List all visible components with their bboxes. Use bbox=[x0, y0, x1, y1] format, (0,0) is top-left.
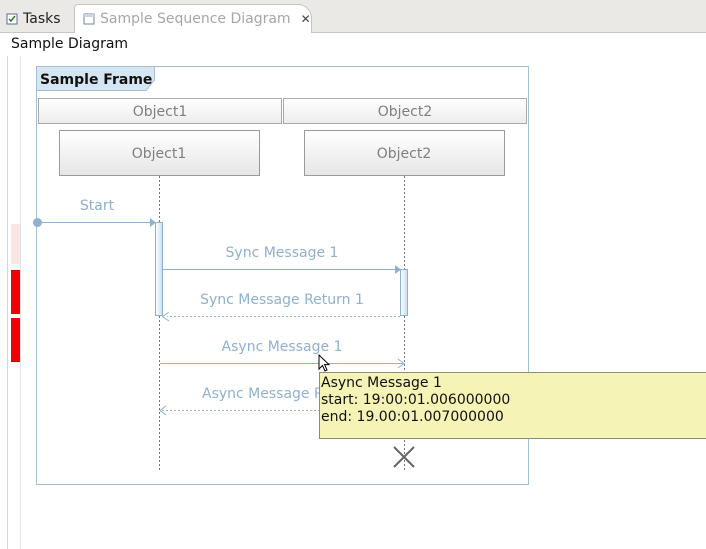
tab-sample-sequence-diagram[interactable]: Sample Sequence Diagram ✕ bbox=[74, 4, 312, 33]
lifeline-header-object2[interactable] bbox=[283, 98, 527, 124]
message-label-sync-return-1: Sync Message Return 1 bbox=[200, 292, 364, 308]
message-arrowhead bbox=[395, 265, 401, 274]
overview-marker-error[interactable] bbox=[11, 318, 20, 362]
frame-label-tab bbox=[36, 66, 155, 91]
editor-tab-bar: Tasks Sample Sequence Diagram ✕ bbox=[0, 0, 706, 33]
message-arrowhead-open bbox=[161, 311, 170, 322]
destroy-icon bbox=[393, 446, 415, 468]
overview-marker-error[interactable] bbox=[11, 270, 20, 314]
lifeline-header-label: Object1 bbox=[133, 104, 188, 120]
frame-label: Sample Frame bbox=[40, 72, 152, 88]
diagram-editor-icon bbox=[83, 13, 95, 25]
execution-occurrence-object1[interactable] bbox=[155, 222, 163, 316]
page-title: Sample Diagram bbox=[11, 36, 129, 52]
message-arrowhead bbox=[150, 218, 156, 227]
tooltip-title: Async Message 1 bbox=[321, 375, 442, 391]
message-tooltip: Async Message 1 start: 19:00:01.00600000… bbox=[319, 372, 706, 439]
lifeline-object1[interactable] bbox=[59, 130, 260, 176]
tooltip-start: start: 19:00:01.006000000 bbox=[321, 392, 511, 408]
tooltip-end: end: 19.00:01.007000000 bbox=[321, 409, 504, 425]
tab-tasks-label: Tasks bbox=[23, 10, 61, 27]
lifeline-name: Object2 bbox=[377, 146, 432, 162]
tab-tasks[interactable]: Tasks bbox=[6, 4, 74, 33]
message-label-async-1: Async Message 1 bbox=[222, 339, 343, 355]
message-arrowhead-open bbox=[159, 405, 167, 416]
sequence-frame[interactable] bbox=[36, 66, 529, 485]
execution-occurrence-object2[interactable] bbox=[400, 269, 408, 316]
gutter-divider bbox=[7, 56, 8, 549]
lifeline-header-object1[interactable] bbox=[38, 98, 282, 124]
tab-diagram-label: Sample Sequence Diagram bbox=[100, 11, 291, 27]
lifeline-header-label: Object2 bbox=[378, 104, 433, 120]
message-arrowhead-open bbox=[397, 358, 405, 369]
message-label-sync-1: Sync Message 1 bbox=[226, 245, 339, 261]
left-gutter bbox=[0, 56, 21, 549]
mouse-cursor-icon bbox=[318, 354, 331, 372]
overview-marker-faint[interactable] bbox=[11, 224, 20, 264]
tasks-icon bbox=[6, 13, 18, 24]
lifeline-object2[interactable] bbox=[304, 130, 505, 176]
close-icon[interactable]: ✕ bbox=[300, 12, 311, 26]
message-label-start: Start bbox=[80, 198, 115, 214]
lifeline-name: Object1 bbox=[132, 146, 187, 162]
